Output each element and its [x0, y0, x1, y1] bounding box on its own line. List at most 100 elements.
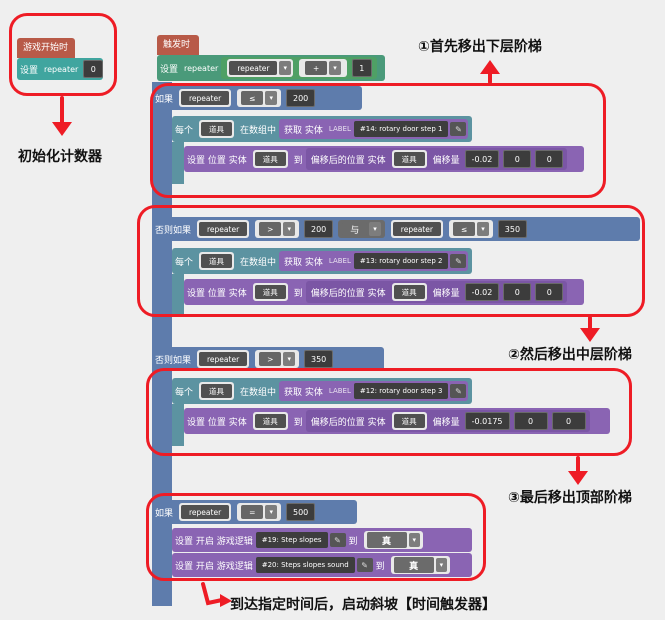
eyedropper-icon[interactable]: ✎	[450, 384, 467, 398]
compare-value[interactable]: 350	[497, 220, 528, 238]
get-label: 获取 实体	[284, 387, 323, 398]
in-array-label: 在数组中	[240, 257, 277, 268]
offset-block[interactable]: 偏移后的位置 实体 道具 偏移量 -0.02 0 0	[305, 281, 568, 303]
offset-label: 偏移后的位置 实体	[310, 417, 386, 428]
to-label: 到	[348, 536, 358, 547]
offset-y[interactable]: 0	[503, 283, 532, 301]
set-label: 设置	[20, 65, 39, 76]
setpos-label: 设置 位置 实体	[187, 288, 247, 299]
setpos-block-2[interactable]: 设置 位置 实体 道具 到 偏移后的位置 实体 道具 偏移量 -0.02 0 0	[184, 279, 584, 305]
enable-logic-block-1[interactable]: 设置 开启 游戏逻辑 #19: Step slopes ✎ 到 真▾	[172, 528, 472, 552]
annotation-bottom: 到达指定时间后，启动斜坡【时间触发器】	[230, 597, 496, 613]
label-tag: LABEL	[328, 125, 351, 133]
each-label: 每个	[175, 387, 194, 398]
offset-block[interactable]: 偏移后的位置 实体 道具 偏移量 -0.0175 0 0	[305, 410, 590, 432]
if-block-4[interactable]: 如果 repeater =▾ 500	[152, 500, 357, 524]
var-slot: repeater	[199, 222, 248, 236]
op-slot: >	[259, 352, 282, 366]
elseif-block-2[interactable]: 否则如果 repeater >▾ 200 与▾ repeater ≤▾ 350	[152, 217, 640, 241]
get-entity-block[interactable]: 获取 实体 LABEL #14: rotary door step 1 ✎	[279, 119, 469, 139]
chevron-down-icon[interactable]: ▾	[477, 222, 489, 236]
offset-amount-label: 偏移量	[432, 417, 460, 428]
in-array-label: 在数组中	[240, 125, 277, 136]
foreach-block-1[interactable]: 每个 道具 在数组中 获取 实体 LABEL #14: rotary door …	[172, 116, 472, 142]
entity-label: #13: rotary door step 2	[353, 253, 449, 269]
loop-spine	[172, 274, 184, 316]
set-enable-label: 设置 开启 游戏逻辑	[175, 536, 253, 547]
chevron-down-icon[interactable]: ▾	[283, 352, 295, 366]
offset-y[interactable]: 0	[503, 150, 532, 168]
compare-value[interactable]: 350	[303, 350, 334, 368]
elseif-block-3[interactable]: 否则如果 repeater >▾ 350	[152, 347, 384, 371]
foreach-block-2[interactable]: 每个 道具 在数组中 获取 实体 LABEL #13: rotary door …	[172, 248, 472, 274]
set-counter-block[interactable]: 设置 repeater 0	[17, 58, 104, 80]
add-operator-block[interactable]: repeater▾ +▾ 1	[221, 57, 377, 79]
chevron-down-icon[interactable]: ▾	[408, 533, 421, 547]
compare-value[interactable]: 200	[285, 89, 316, 107]
item-slot: 道具	[201, 254, 233, 268]
in-array-label: 在数组中	[240, 387, 277, 398]
logic-label: #19: Step slopes	[255, 532, 328, 548]
start-event-title[interactable]: 游戏开始时	[17, 38, 75, 58]
label-tag: LABEL	[328, 257, 351, 265]
entity-label: #14: rotary door step 1	[353, 121, 449, 137]
to-label: 到	[293, 288, 303, 299]
get-entity-block[interactable]: 获取 实体 LABEL #13: rotary door step 2 ✎	[279, 251, 469, 271]
bool-value: 真	[393, 557, 434, 573]
offset-z[interactable]: 0	[535, 283, 564, 301]
item-slot: 道具	[393, 152, 425, 166]
set-label: 设置	[160, 64, 179, 75]
chevron-down-icon[interactable]: ▾	[435, 558, 448, 572]
var-slot: repeater	[392, 222, 441, 236]
elseif-label: 否则如果	[155, 355, 192, 366]
to-label: 到	[293, 417, 303, 428]
op-slot: ≤	[241, 91, 264, 105]
chevron-down-icon[interactable]: ▾	[369, 222, 381, 236]
enable-logic-block-2[interactable]: 设置 开启 游戏逻辑 #20: Steps slopes sound ✎ 到 真…	[172, 553, 472, 577]
var-slot: repeater	[181, 505, 230, 519]
foreach-block-3[interactable]: 每个 道具 在数组中 获取 实体 LABEL #12: rotary door …	[172, 378, 472, 404]
loop-spine	[172, 404, 184, 446]
offset-amount-label: 偏移量	[432, 155, 460, 166]
eyedropper-icon[interactable]: ✎	[329, 533, 346, 547]
offset-block[interactable]: 偏移后的位置 实体 道具 偏移量 -0.02 0 0	[305, 148, 568, 170]
offset-z[interactable]: 0	[535, 150, 564, 168]
annotation-step1: ①首先移出下层阶梯	[418, 39, 542, 55]
annotation-init: 初始化计数器	[18, 149, 102, 165]
annotation-box-trigger	[146, 493, 486, 581]
increment-block[interactable]: 设置 repeater repeater▾ +▾ 1	[157, 55, 385, 81]
eyedropper-icon[interactable]: ✎	[450, 254, 467, 268]
offset-x[interactable]: -0.02	[464, 283, 500, 301]
chevron-down-icon[interactable]: ▾	[265, 505, 277, 519]
eyedropper-icon[interactable]: ✎	[356, 558, 373, 572]
trigger-event-title[interactable]: 触发时	[157, 35, 199, 55]
if-block-1[interactable]: 如果 repeater ≤▾ 200	[152, 86, 362, 110]
chevron-down-icon[interactable]: ▾	[279, 61, 291, 75]
setpos-block-1[interactable]: 设置 位置 实体 道具 到 偏移后的位置 实体 道具 偏移量 -0.02 0 0	[184, 146, 584, 172]
offset-label: 偏移后的位置 实体	[310, 155, 386, 166]
chevron-down-icon[interactable]: ▾	[283, 222, 295, 236]
init-value[interactable]: 0	[83, 60, 104, 78]
offset-z[interactable]: 0	[551, 412, 586, 430]
eyedropper-icon[interactable]: ✎	[450, 122, 467, 136]
offset-x[interactable]: -0.0175	[464, 412, 510, 430]
setpos-block-3[interactable]: 设置 位置 实体 道具 到 偏移后的位置 实体 道具 偏移量 -0.0175 0…	[184, 408, 610, 434]
inc-value[interactable]: 1	[351, 59, 372, 77]
annotation-step2: ②然后移出中层阶梯	[508, 347, 632, 363]
get-label: 获取 实体	[284, 257, 323, 268]
chevron-down-icon[interactable]: ▾	[265, 91, 277, 105]
and-operator: 与	[342, 222, 368, 236]
each-label: 每个	[175, 257, 194, 268]
offset-y[interactable]: 0	[513, 412, 548, 430]
get-entity-block[interactable]: 获取 实体 LABEL #12: rotary door step 3 ✎	[279, 381, 469, 401]
compare-value[interactable]: 500	[285, 503, 316, 521]
setpos-label: 设置 位置 实体	[187, 417, 247, 428]
loop-spine	[172, 142, 184, 184]
chevron-down-icon[interactable]: ▾	[329, 61, 341, 75]
op-slot: =	[241, 505, 264, 519]
annotation-box-step1	[150, 83, 606, 198]
bool-value: 真	[366, 532, 407, 548]
offset-x[interactable]: -0.02	[464, 150, 500, 168]
compare-value[interactable]: 200	[303, 220, 334, 238]
logic-label: #20: Steps slopes sound	[255, 557, 355, 573]
